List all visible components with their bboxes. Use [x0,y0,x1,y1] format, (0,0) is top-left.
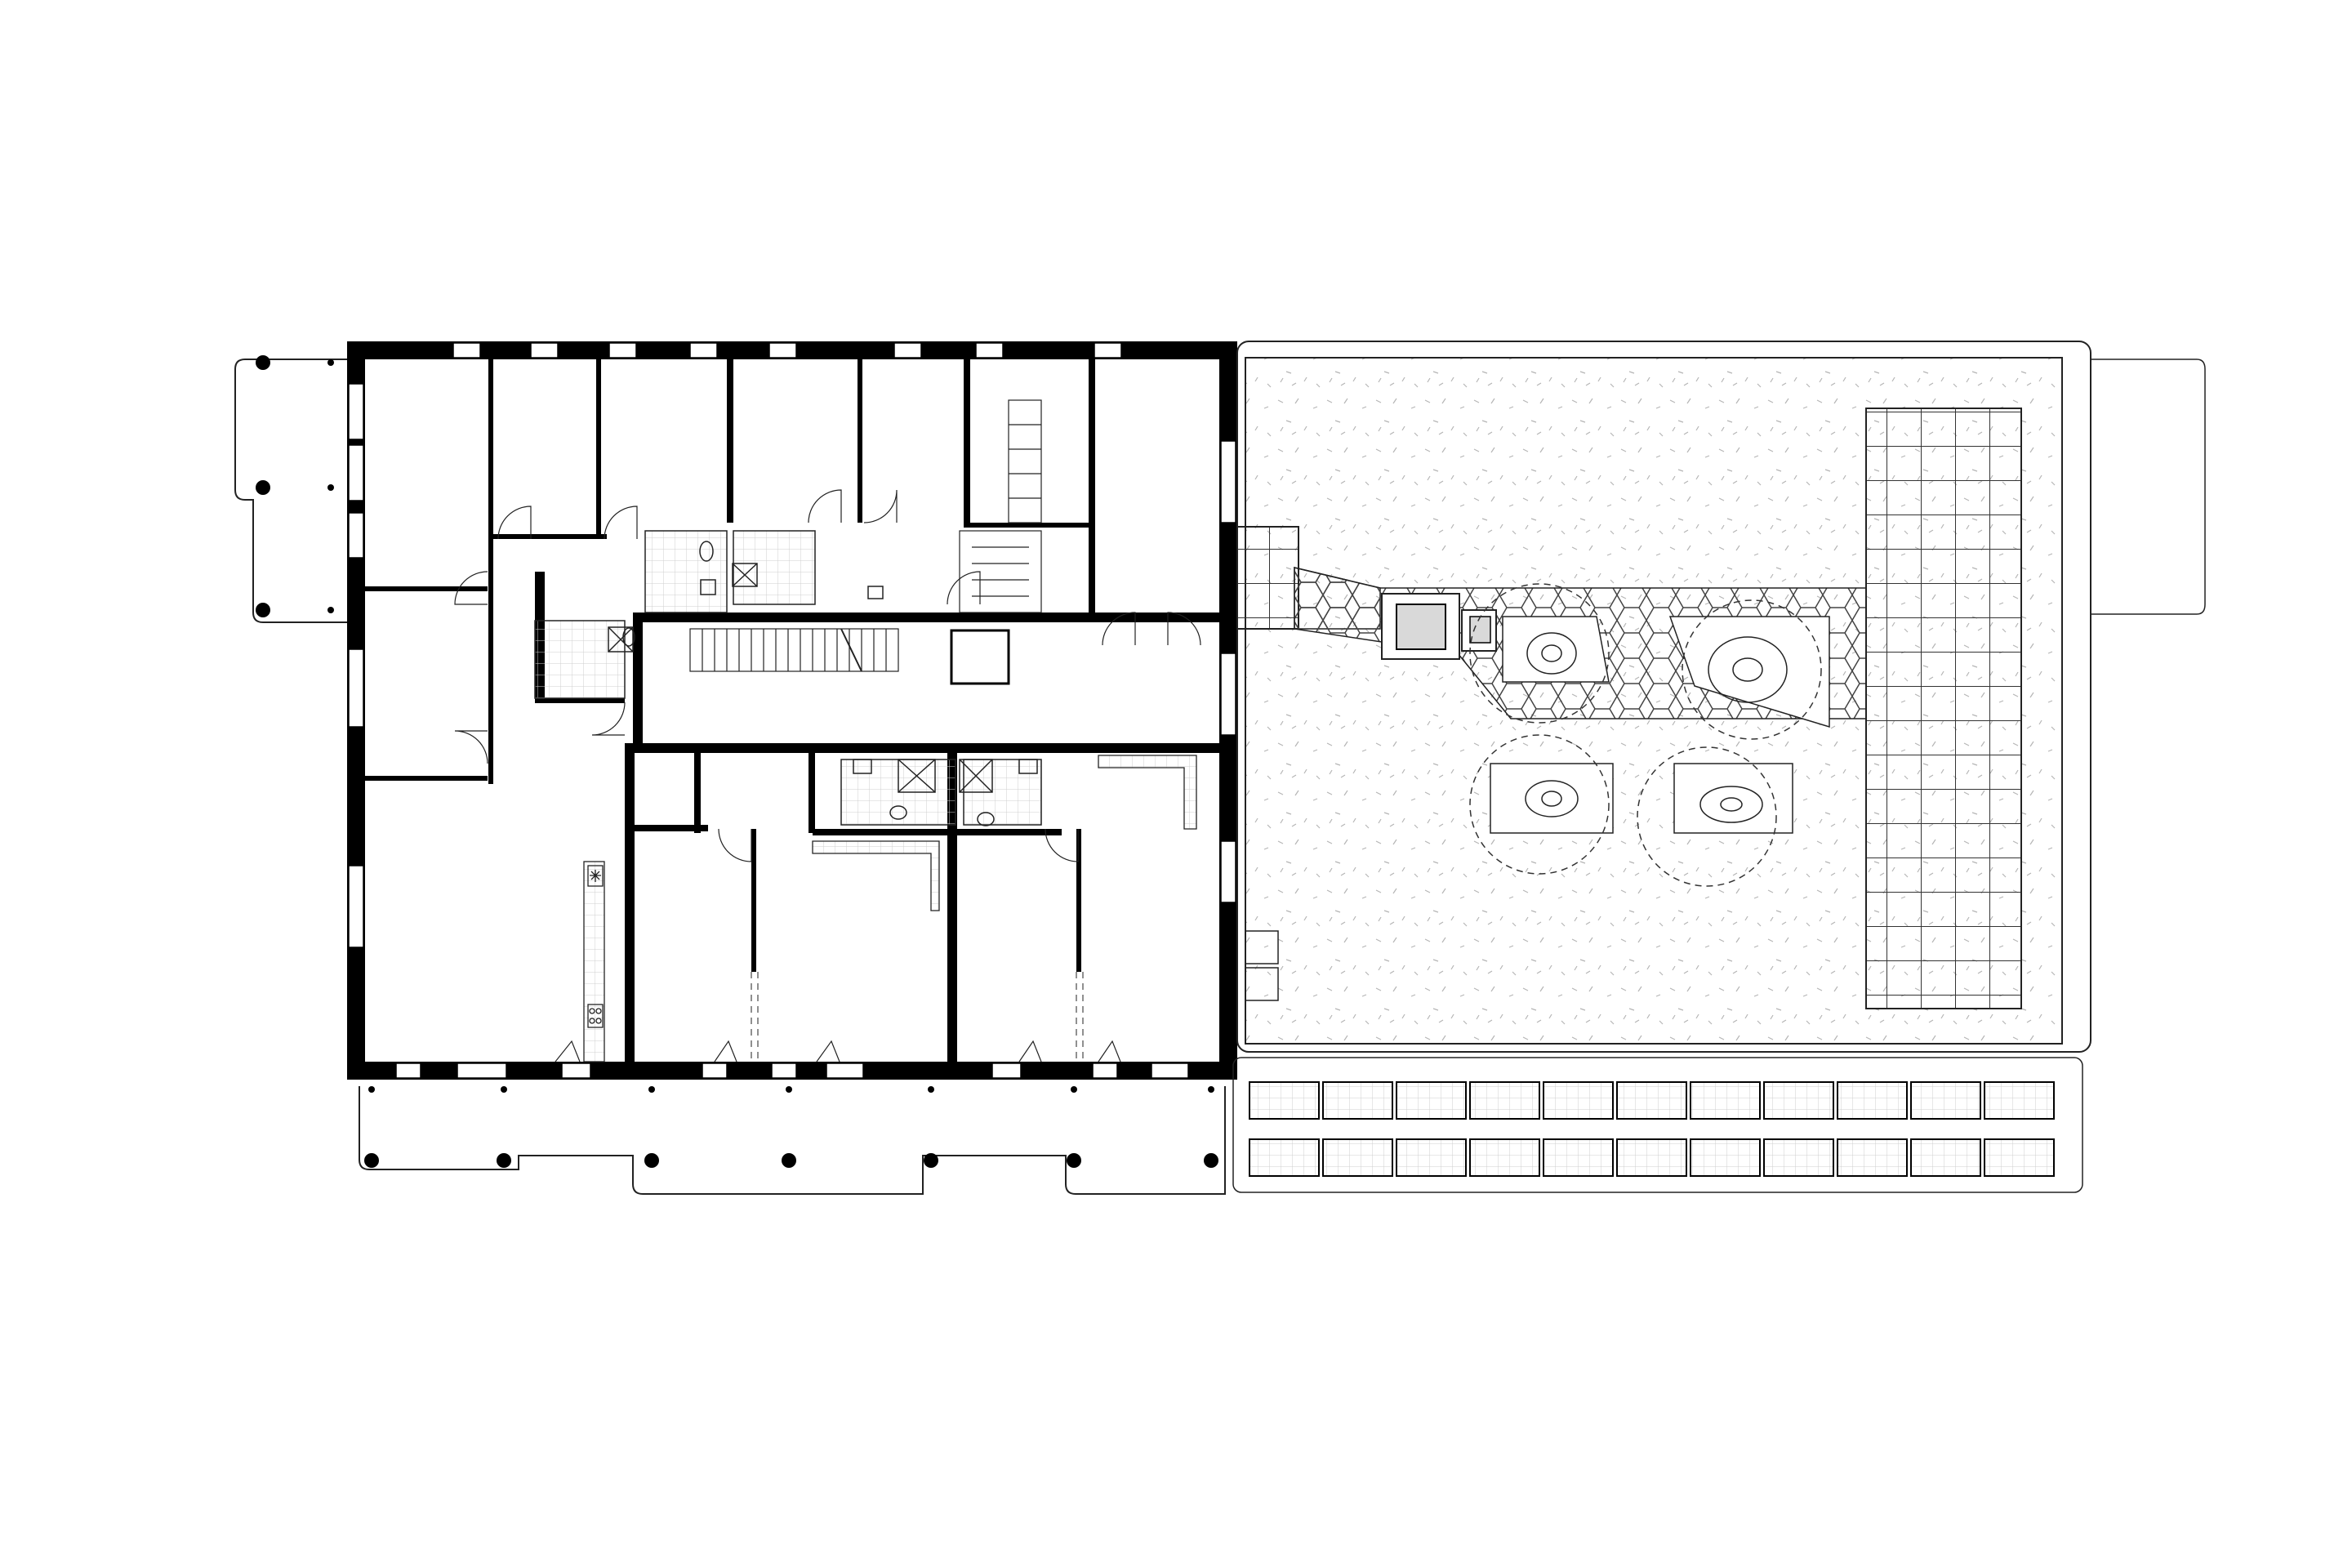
interior-walls [365,359,1237,1062]
windows [348,342,1236,1079]
courtyard-garden [1236,341,2206,1053]
storage-row [1232,1057,2083,1193]
stair [689,399,1042,672]
west-balcony [234,355,351,623]
dashed-partitions [751,972,1084,1062]
elevator-shaft [950,629,1010,685]
doors [454,489,1201,1062]
bathrooms [534,530,1042,826]
building-walls [347,341,1237,1080]
kitchens [583,755,1197,1062]
south-balcony [359,1086,1226,1195]
